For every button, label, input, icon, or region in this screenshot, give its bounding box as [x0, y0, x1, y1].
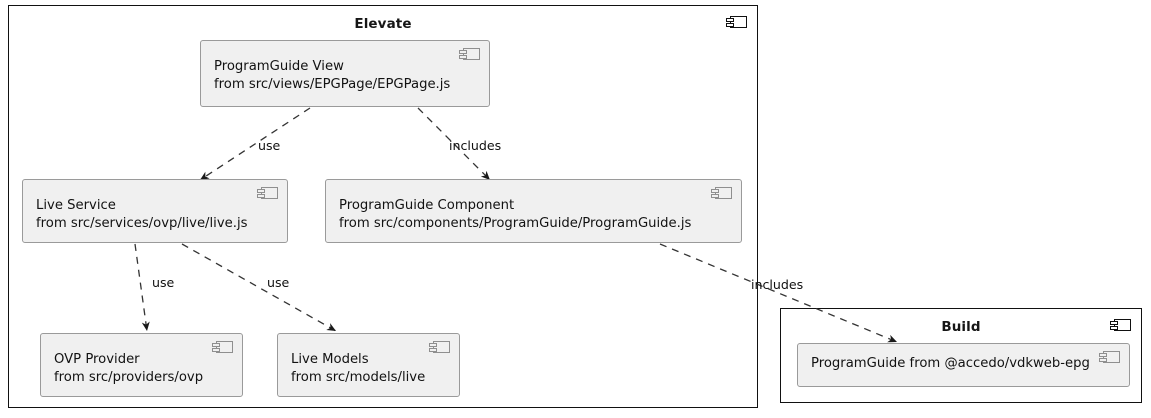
- uml-component-icon: [212, 340, 234, 355]
- component-live-service-label: Live Service from src/services/ovp/live/…: [36, 198, 248, 231]
- uml-component-icon-tab-bottom: [429, 348, 437, 352]
- package-elevate-title: Elevate: [354, 16, 412, 32]
- uml-component-icon-tab-top: [1099, 353, 1107, 357]
- component-programguide-view[interactable]: ProgramGuide View from src/views/EPGPage…: [200, 40, 490, 107]
- uml-component-icon-body: [433, 341, 450, 353]
- uml-component-icon: [1110, 318, 1132, 333]
- uml-component-icon-body: [730, 16, 747, 28]
- component-programguide-component[interactable]: ProgramGuide Component from src/componen…: [325, 179, 742, 243]
- uml-component-icon-tab-bottom: [459, 55, 467, 59]
- component-ovp-provider[interactable]: OVP Provider from src/providers/ovp: [40, 333, 243, 397]
- uml-component-icon-tab-bottom: [212, 348, 220, 352]
- uml-component-icon: [429, 340, 451, 355]
- component-live-service[interactable]: Live Service from src/services/ovp/live/…: [22, 179, 288, 243]
- uml-component-icon-body: [261, 187, 278, 199]
- uml-component-icon-tab-top: [459, 50, 467, 54]
- uml-component-icon-tab-top: [1110, 321, 1118, 325]
- component-live-models[interactable]: Live Models from src/models/live: [277, 333, 460, 397]
- uml-component-icon-tab-bottom: [1099, 358, 1107, 362]
- uml-component-icon-tab-top: [257, 189, 265, 193]
- edge-live-service-uses-ovp-provider-label: use: [152, 275, 175, 290]
- component-programguide-component-label: ProgramGuide Component from src/componen…: [339, 198, 692, 231]
- edge-programguide-component-includes-programguide-package-label: includes: [751, 277, 804, 292]
- uml-component-icon-tab-bottom: [257, 194, 265, 198]
- edge-live-service-uses-live-models-label: use: [267, 275, 290, 290]
- component-programguide-package-label: ProgramGuide from @accedo/vdkweb-epg: [811, 356, 1090, 371]
- uml-component-icon-tab-bottom: [726, 23, 734, 27]
- uml-component-icon-tab-bottom: [711, 194, 719, 198]
- uml-component-icon-tab-bottom: [1110, 326, 1118, 330]
- component-live-models-label: Live Models from src/models/live: [291, 352, 426, 385]
- uml-component-icon-body: [1114, 319, 1131, 331]
- uml-component-icon-tab-top: [726, 18, 734, 22]
- uml-component-icon-body: [715, 187, 732, 199]
- edge-view-uses-live-service-label: use: [258, 138, 281, 153]
- uml-component-icon-tab-top: [429, 343, 437, 347]
- uml-component-icon-body: [463, 48, 480, 60]
- uml-component-icon-tab-top: [212, 343, 220, 347]
- uml-component-icon: [257, 186, 279, 201]
- uml-component-icon: [1099, 350, 1121, 365]
- uml-component-icon-tab-top: [711, 189, 719, 193]
- package-build-title: Build: [941, 319, 981, 335]
- uml-component-icon: [711, 186, 733, 201]
- component-ovp-provider-label: OVP Provider from src/providers/ovp: [54, 352, 204, 385]
- component-programguide-package[interactable]: ProgramGuide from @accedo/vdkweb-epg: [797, 343, 1130, 387]
- uml-component-icon-body: [216, 341, 233, 353]
- uml-component-icon-body: [1103, 351, 1120, 363]
- uml-component-icon: [459, 47, 481, 62]
- uml-component-icon: [726, 15, 748, 30]
- edge-view-includes-programguide-component-label: includes: [449, 138, 502, 153]
- component-programguide-view-label: ProgramGuide View from src/views/EPGPage…: [214, 59, 451, 92]
